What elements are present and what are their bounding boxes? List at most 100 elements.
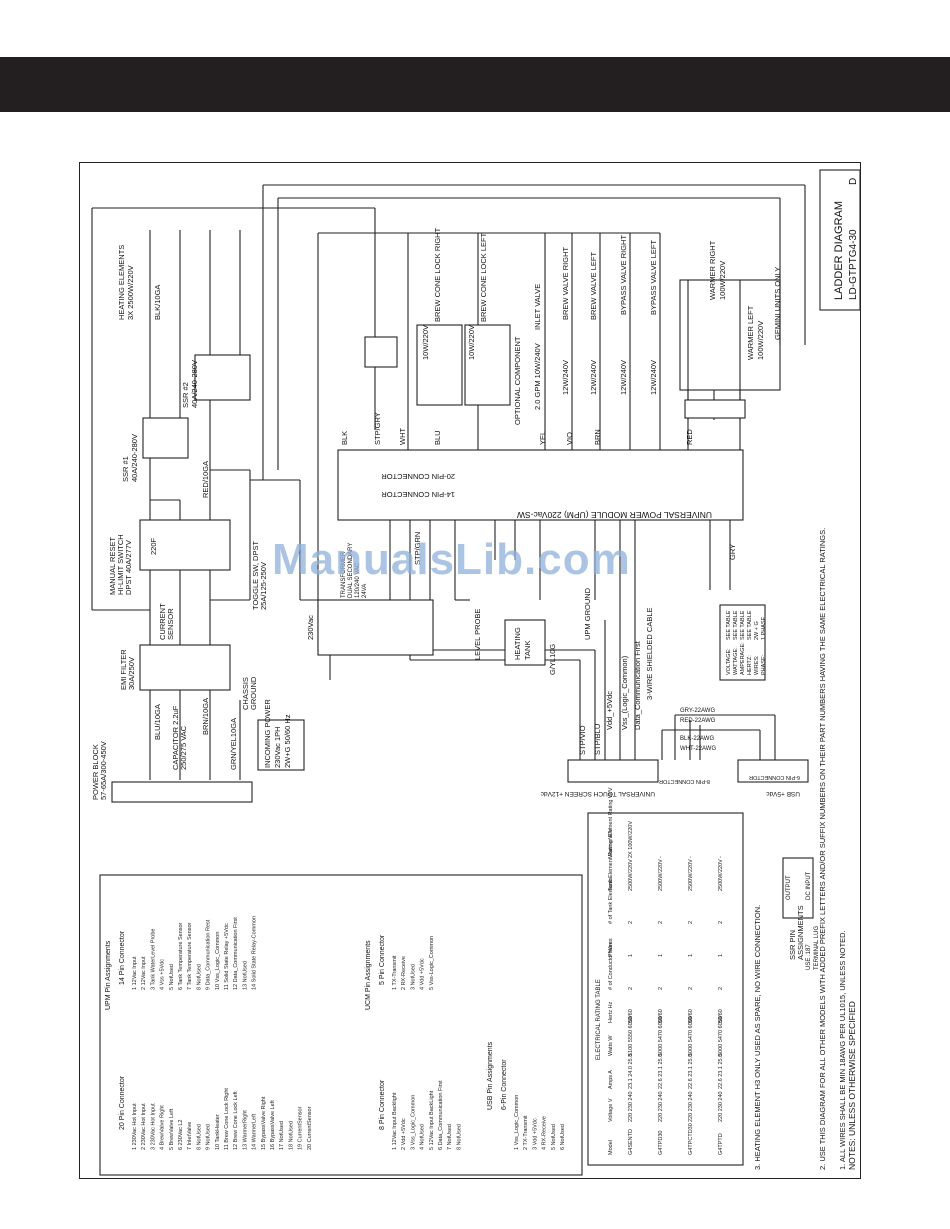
p5-row: 3 NotUsed: [410, 964, 416, 990]
p6-title: 6-Pin Connector: [501, 1059, 508, 1110]
brew-lock-right-box: [416, 324, 463, 406]
rating-cell: -: [658, 856, 664, 858]
notes-heading: NOTES: UNLESS OTHERWISE SPECIFIED: [847, 1001, 857, 1170]
heating-tank-label: HEATING: [513, 627, 522, 660]
transformer-line2: DUAL SECONDARY: [348, 543, 354, 598]
ssr-input: DC INPUT: [806, 871, 812, 900]
wire-vio: VIO: [565, 432, 574, 445]
vt-row-1-label: WATTAGE:: [733, 647, 739, 675]
load-name-8: WARMER LEFT: [746, 305, 755, 360]
ssr-lug-2: TERMINAL LUG: [814, 926, 820, 970]
rating-cell: G4TPTD: [718, 1133, 724, 1155]
rating-header: # of Conductor Wires: [608, 938, 614, 990]
usb-label: USB +5Vdc: [765, 790, 800, 797]
rating-cell: 2X 100W/220V: [628, 821, 634, 858]
load-rating-5: 12W/240V: [619, 360, 628, 395]
p8-title: 8 Pin Connector: [379, 1079, 386, 1130]
wire-red: RED: [685, 429, 694, 445]
title-block-rev: D: [848, 178, 859, 185]
p20-row: 12 Brew Cone Lock Left: [233, 1091, 239, 1150]
vt-row-2-label: AMPERAGE:: [740, 642, 746, 675]
incoming-power-box: [257, 719, 305, 771]
heating-tank-line2: TANK: [523, 641, 532, 660]
load-name-5: BYPASS VALVE RIGHT: [619, 235, 628, 315]
p20-row: 11 Brew Cone Lock Right: [224, 1088, 230, 1150]
p8-row: 8 NotUsed: [456, 1124, 462, 1150]
p20-row: 5 BrewValve Left: [169, 1108, 175, 1150]
p8-row: 7 NotUsed: [447, 1124, 453, 1150]
wire-230vac: 230Vac: [306, 615, 315, 640]
uts-label: UNIVERSAL TOUCH SCREEN +12Vdc: [540, 790, 655, 797]
p20-row: 1 230Vac Hot Input: [132, 1103, 138, 1150]
conn14-label: 14-PIN CONNECTOR: [381, 490, 455, 499]
p14-title: 14 Pin Connector: [119, 930, 126, 985]
ssr-pin-box: [782, 857, 814, 919]
capacitor-label: CAPACITOR 2.2uF: [171, 705, 180, 770]
p5-row: 1 TX-Transmit: [392, 955, 398, 990]
rating-cell: 22.6 23.1 25.0: [718, 1054, 724, 1089]
upm-ground-label: UPM GROUND: [583, 587, 592, 640]
p5-row: 2 RX-Receive: [401, 956, 407, 990]
load-name-7: WARMER RIGHT: [708, 240, 717, 300]
p14-row: 5 NotUsed: [169, 964, 175, 990]
p20-row: 7 InletValve: [187, 1122, 193, 1150]
upm-pin-title: UPM Pin Assignments: [105, 940, 112, 1010]
current-sensor-label: CURRENT: [158, 603, 167, 640]
p14-row: 12 Data_Communication First: [233, 917, 239, 990]
header-bar: [0, 57, 950, 112]
rating-cell: 5000 5470 6000: [658, 1016, 664, 1056]
load-name-6: BYPASS VALVE LEFT: [649, 240, 658, 315]
p5-title: 5 Pin Connector: [379, 934, 386, 985]
ssr2-rating: 40A/240-280V: [190, 360, 199, 408]
transformer-label: TRANSFORMER: [341, 551, 347, 598]
incoming-line3: 2W+G 50/60 Hz: [283, 714, 292, 768]
relay-box: [364, 336, 398, 368]
rating-header: Watts W: [608, 1035, 614, 1056]
manual-reset-line3: DPST 40A/277V: [124, 540, 133, 595]
rating-cell: 22.6 23.1 25.0: [688, 1054, 694, 1089]
wire-wht: WHT: [398, 428, 407, 445]
ssr-pin-title: SSR PIN: [788, 930, 797, 960]
load-rating-8: 100W/220V: [756, 321, 765, 360]
title-block: [819, 169, 861, 311]
toggle-rating: 25A/125-250V: [259, 562, 268, 610]
p6-row: 6 NotUsed: [560, 1124, 566, 1150]
p14-row: 3 Tank WaterLevel Probe: [150, 929, 156, 990]
p6-row: 3 Vdd +5Vdc: [532, 1118, 538, 1150]
manual-reset-line2: HI-LIMIT SWITCH: [116, 534, 125, 595]
rating-cell: 1: [718, 954, 724, 957]
gemini-terminal: [684, 399, 746, 419]
p20-row: 17 NotUsed: [279, 1121, 285, 1150]
incoming-label: INCOMING POWER: [263, 699, 272, 768]
ssr1-box: [142, 417, 189, 459]
wire-blk: BLK: [340, 431, 349, 445]
usb-wire-blk: BLK-22AWG: [680, 736, 714, 742]
rating-cell: 2500W/220V: [688, 859, 694, 891]
conn8-label: 8-PIN CONNECTOR: [659, 778, 710, 784]
rating-cell: 220 230 240: [628, 1091, 634, 1122]
ssr-lug: USE .187: [806, 944, 812, 970]
p14-row: 6 Tank Temperature Sensor: [178, 922, 184, 990]
p8-row: 5 12Vac Input BackLight: [429, 1090, 435, 1150]
rating-cell: 2: [628, 987, 634, 990]
load-rating-4: 12W/240V: [589, 360, 598, 395]
rating-cell: G4TPCTD30: [688, 1123, 694, 1155]
rating-cell: 2: [658, 987, 664, 990]
p20-title: 20 Pin Connector: [119, 1075, 126, 1130]
power-block-rating: 57-65A/300-450V: [99, 741, 108, 800]
p14-row: 8 NotUsed: [196, 964, 202, 990]
p14-row: 11 Solid State Relay +5Vdc: [224, 923, 230, 990]
rating-cell: 220 230 240: [658, 1091, 664, 1122]
rating-table: [587, 812, 744, 1166]
rating-cell: 220 230 240: [718, 1091, 724, 1122]
rating-cell: 50/60: [718, 1009, 724, 1023]
p14-row: 4 Vss +5Vdc: [160, 959, 166, 990]
wire-stp-vio: STP/VIO: [578, 725, 587, 755]
p6-row: 4 RX-Receive: [542, 1116, 548, 1150]
load-name-1: BREW CONE LOCK LEFT: [479, 232, 488, 322]
rating-cell: 23.1 24.0 25.8: [628, 1054, 634, 1089]
transformer: [317, 599, 434, 656]
load-rating-3: 12W/240V: [561, 360, 570, 395]
ssr1-rating: 40A/240-280V: [130, 434, 139, 482]
